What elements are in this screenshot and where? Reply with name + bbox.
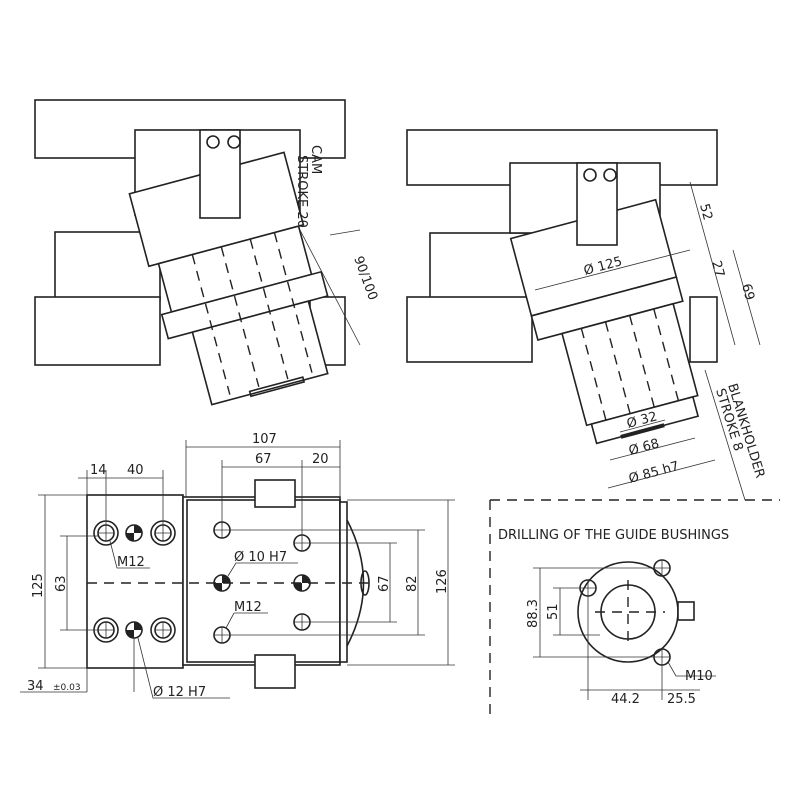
dia-10-label: Ø 10 H7 [234, 550, 287, 565]
dim-20: 20 [312, 452, 329, 467]
dim-44-2: 44.2 [611, 692, 640, 707]
dim-63: 63 [54, 575, 69, 592]
left-side-view: CAM STROKE 20 90/100 [34, 99, 380, 406]
dim-107: 107 [252, 432, 277, 447]
dim-67: 67 [377, 575, 392, 592]
m10-label: M10 [685, 669, 713, 684]
dim-125: 125 [31, 573, 46, 598]
dim-126: 126 [435, 569, 450, 594]
right-side-view: 52 27 69 Ø 125 Ø 32 Ø 68 Ø 85 h7 BLANKHO… [406, 129, 767, 501]
dim-90-100: 90/100 [350, 254, 380, 302]
guide-bushings-title: DRILLING OF THE GUIDE BUSHINGS [498, 528, 729, 543]
dim-51: 51 [546, 603, 561, 620]
tol-34: ±0.03 [53, 683, 81, 693]
dim-40: 40 [127, 463, 144, 478]
dim-27: 27 [708, 259, 727, 279]
dim-82: 82 [405, 575, 420, 592]
dim-67-top: 67 [255, 452, 272, 467]
cam-stroke-label: STROKE 20 [294, 155, 309, 228]
dim-69: 69 [738, 282, 757, 302]
m12-label-left: M12 [117, 555, 145, 570]
cam-label: CAM [308, 145, 323, 174]
dim-25-5: 25.5 [667, 692, 696, 707]
dim-14: 14 [90, 463, 107, 478]
m12-label-right: M12 [234, 600, 262, 615]
dia-68: Ø 68 [627, 436, 661, 458]
guide-bushing-detail: DRILLING OF THE GUIDE BUSHINGS 88.3 51 M… [489, 499, 780, 715]
dia-12-label: Ø 12 H7 [153, 685, 206, 700]
dia-85: Ø 85 h7 [627, 459, 681, 487]
plan-view: 107 67 20 14 40 125 63 67 82 126 M12 Ø 1… [20, 432, 455, 700]
dim-88-3: 88.3 [526, 599, 541, 628]
dowel-holes [125, 524, 311, 639]
dim-52: 52 [696, 202, 715, 222]
dim-34: 34 [27, 679, 44, 694]
